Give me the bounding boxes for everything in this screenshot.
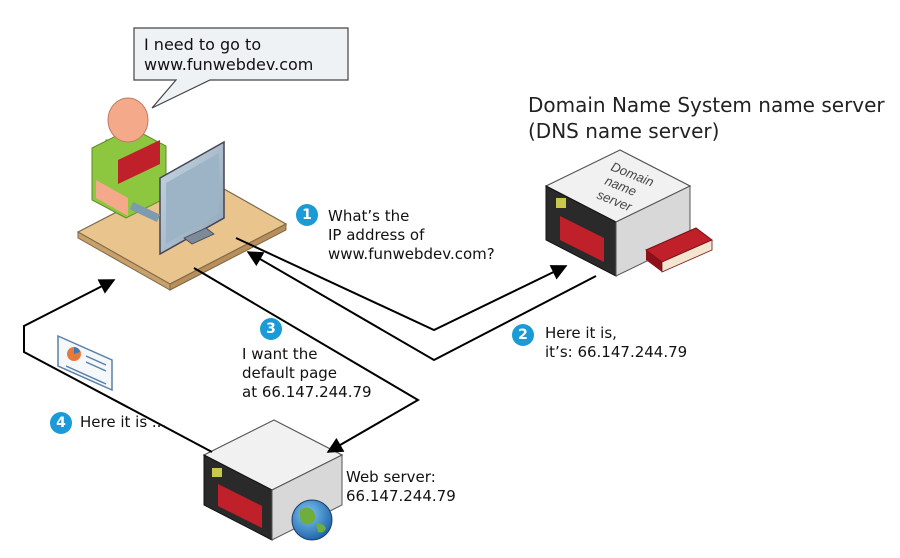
web-server-label-line1: Web server: (346, 468, 436, 486)
dns-title-line1: Domain Name System name server (528, 93, 885, 117)
web-page-document-icon (57, 334, 113, 392)
step-1-number: 1 (302, 207, 312, 223)
step-3-line1: I want the (242, 345, 318, 363)
monitor-icon (129, 140, 225, 256)
step-1-line1: What’s the (328, 207, 410, 225)
speech-bubble (133, 27, 349, 109)
speech-bubble-line1: I need to go to (144, 35, 262, 54)
dns-server-icon: Domain name server (544, 149, 713, 277)
speech-bubble-text: I need to go to www.funwebdev.com (144, 35, 313, 75)
arrow-step2 (246, 251, 597, 362)
step-1-badge: 1 (296, 204, 318, 226)
web-server-label: Web server: 66.147.244.79 (346, 468, 456, 506)
dns-title-line2: (DNS name server) (528, 119, 720, 143)
step-4-number: 4 (56, 415, 66, 431)
step-2-number: 2 (518, 327, 528, 343)
user-workstation (76, 97, 288, 291)
step-2-label: Here it is, it’s: 66.147.244.79 (545, 324, 687, 362)
step-2-line2: it’s: 66.147.244.79 (545, 343, 688, 361)
step-2-badge: 2 (512, 324, 534, 346)
step-3-line2: default page (242, 364, 338, 382)
step-3-badge: 3 (260, 318, 282, 340)
web-server-icon (202, 419, 344, 541)
speech-bubble-line2: www.funwebdev.com (144, 55, 314, 74)
step-3-label: I want the default page at 66.147.244.79 (242, 345, 372, 402)
red-book-icon (645, 227, 713, 273)
web-server-label-line2: 66.147.244.79 (346, 487, 456, 505)
step-1-line2: IP address of (328, 226, 425, 244)
step-1-line3: www.funwebdev.com? (328, 245, 495, 263)
dns-server-title: Domain Name System name server (DNS name… (528, 92, 885, 144)
arrow-step4 (23, 279, 213, 453)
arrow-step1 (235, 237, 568, 332)
globe-icon (291, 499, 333, 541)
user-icon (91, 97, 167, 219)
step-4-badge: 4 (50, 412, 72, 434)
step-1-label: What’s the IP address of www.funwebdev.c… (328, 207, 495, 264)
step-4-label: Here it is ... (80, 413, 166, 432)
step-4-line1: Here it is ... (80, 413, 167, 431)
step-2-line1: Here it is, (545, 324, 617, 342)
step-3-line3: at 66.147.244.79 (242, 383, 372, 401)
step-3-number: 3 (266, 321, 276, 337)
arrow-step3 (193, 267, 420, 453)
